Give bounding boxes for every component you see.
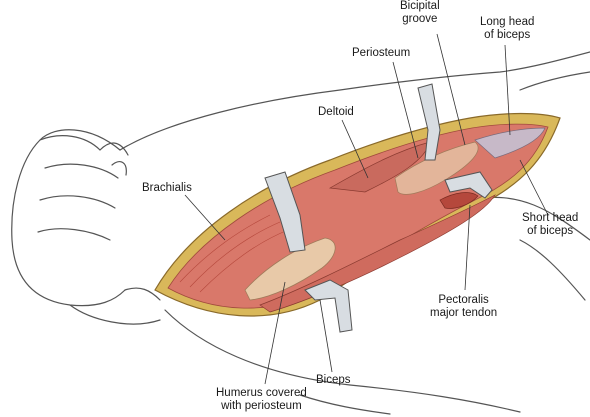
long-head-tendon <box>474 127 546 159</box>
arm-outline <box>11 51 590 415</box>
label-deltoid: Deltoid <box>318 106 354 119</box>
biceps-muscle <box>259 194 496 313</box>
label-brachialis: Brachialis <box>142 182 192 195</box>
retractors <box>264 83 493 333</box>
label-periosteum: Periosteum <box>352 47 410 60</box>
leader-lines <box>184 33 549 385</box>
humerus-bone <box>244 237 336 301</box>
label-biceps: Biceps <box>316 374 351 387</box>
label-bicipital-groove: Bicipital groove <box>400 0 440 26</box>
label-brachialis-text: Brachialis <box>142 182 192 194</box>
pectoralis-tendon <box>439 192 479 209</box>
label-pectoralis-line2: major tendon <box>430 307 498 319</box>
label-humerus: Humerus covered with periosteum <box>216 387 307 413</box>
label-pectoralis-line1: Pectoralis <box>438 294 489 306</box>
label-periosteum-text: Periosteum <box>352 47 411 59</box>
label-biceps-text: Biceps <box>316 374 351 386</box>
label-long-head-line2: of biceps <box>484 29 531 41</box>
label-pectoralis: Pectoralis major tendon <box>430 294 497 320</box>
label-deltoid-text: Deltoid <box>318 106 354 118</box>
label-humerus-line2: with periosteum <box>221 400 302 412</box>
label-short-head-line2: of biceps <box>527 225 574 237</box>
label-long-head: Long head of biceps <box>480 16 534 42</box>
label-humerus-line1: Humerus covered <box>216 387 307 399</box>
label-short-head-line1: Short head <box>522 212 579 224</box>
label-bicipital-groove-line1: Bicipital <box>400 0 440 12</box>
label-bicipital-groove-line2: groove <box>402 13 438 25</box>
label-long-head-line1: Long head <box>480 16 535 28</box>
label-short-head: Short head of biceps <box>522 212 578 238</box>
brachialis-muscle <box>179 214 289 293</box>
